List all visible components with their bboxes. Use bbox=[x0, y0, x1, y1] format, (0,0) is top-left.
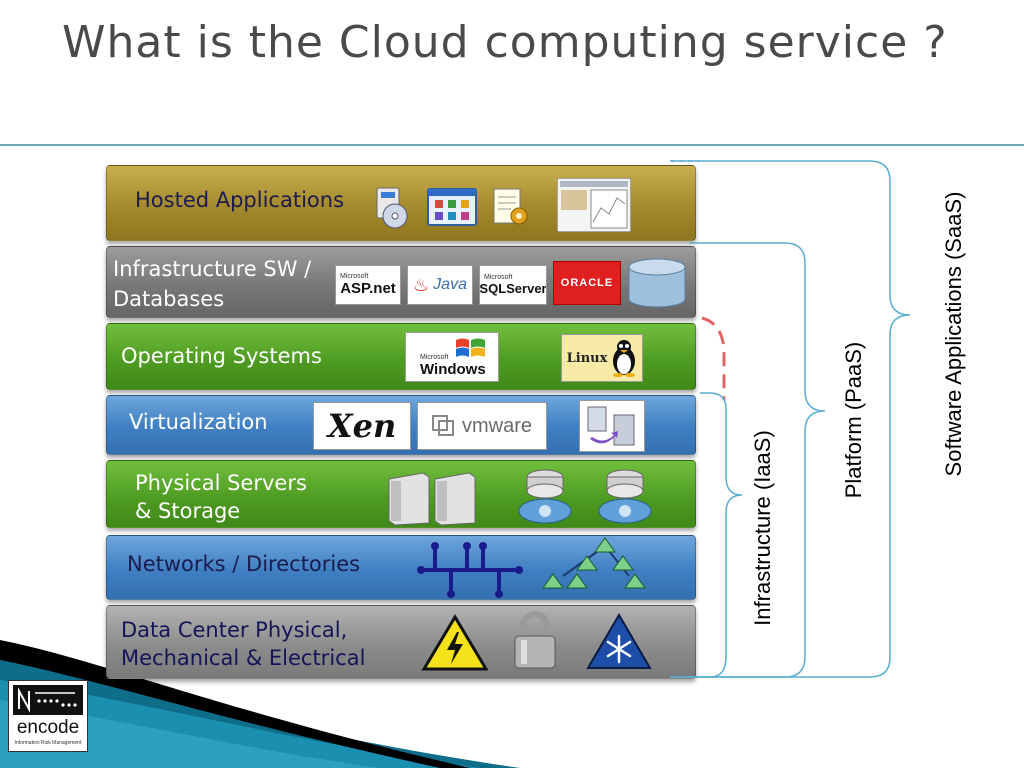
oracle-logo: ORACLE bbox=[553, 261, 621, 305]
layer-label-line2: Mechanical & Electrical bbox=[121, 646, 366, 670]
storage-disk-icon bbox=[518, 469, 572, 524]
title-divider bbox=[0, 144, 1024, 146]
server-tower-icon bbox=[388, 472, 476, 526]
storage-disk-icon-2 bbox=[598, 469, 652, 524]
vmware-logo: vmware bbox=[417, 402, 547, 450]
paas-bracket bbox=[690, 242, 826, 678]
layer-networks-directories: Networks / Directories bbox=[106, 535, 696, 600]
paas-iaas-overlap-accent bbox=[701, 316, 726, 400]
aspnet-logo: Microsoft ASP.net bbox=[335, 265, 401, 305]
electrical-hazard-icon bbox=[421, 614, 489, 671]
directory-tree-icon bbox=[542, 537, 646, 589]
cooling-snowflake-icon bbox=[586, 613, 652, 669]
iaas-bracket bbox=[690, 392, 743, 678]
layer-label-line2: Databases bbox=[113, 287, 225, 311]
layer-infrastructure-sw-databases: Infrastructure SW / Databases Microsoft … bbox=[106, 246, 696, 318]
windows-flag-icon bbox=[456, 338, 485, 357]
layer-label: Hosted Applications bbox=[135, 188, 345, 212]
service-brackets bbox=[670, 160, 911, 678]
saas-bracket bbox=[670, 160, 911, 678]
sqlserver-logo: Microsoft SQLServer bbox=[479, 265, 547, 305]
encode-brand-logo: encode Information Risk Management bbox=[8, 680, 88, 752]
paas-label: Platform (PaaS) bbox=[841, 341, 866, 499]
layer-label-line1: Physical Servers bbox=[135, 471, 307, 495]
monitoring-screen-icon bbox=[557, 178, 631, 232]
layer-data-center: Data Center Physical, Mechanical & Elect… bbox=[106, 605, 696, 679]
layer-physical-servers-storage: Physical Servers & Storage bbox=[106, 460, 696, 528]
padlock-icon bbox=[514, 611, 556, 669]
brand-dots-icon bbox=[18, 687, 77, 713]
xen-logo: Xen bbox=[313, 402, 411, 450]
brand-tagline: Information Risk Management bbox=[14, 740, 82, 746]
app-window-icon bbox=[427, 188, 477, 226]
layer-virtualization: Virtualization Xen vmware bbox=[106, 395, 696, 455]
virtual-server-logo bbox=[579, 400, 645, 452]
layer-operating-systems: Operating Systems Microsoft Windows Linu… bbox=[106, 323, 696, 390]
linux-logo: Linux bbox=[561, 334, 643, 382]
vmware-boxes-icon bbox=[431, 415, 454, 436]
layer-label-line1: Data Center Physical, bbox=[121, 618, 348, 642]
layer-label: Operating Systems bbox=[121, 344, 322, 368]
layer-label: Networks / Directories bbox=[127, 552, 361, 576]
layer-label-line1: Infrastructure SW / bbox=[113, 257, 312, 281]
tux-penguin-icon bbox=[613, 340, 636, 377]
slide-title: What is the Cloud computing service ? bbox=[62, 17, 948, 68]
layer-hosted-applications: Hosted Applications bbox=[106, 165, 696, 241]
iaas-label: Infrastructure (IaaS) bbox=[750, 430, 775, 626]
virtual-machine-servers-icon bbox=[587, 406, 635, 446]
layer-label-line2: & Storage bbox=[135, 499, 241, 523]
software-install-icon bbox=[376, 187, 408, 229]
notepad-gear-icon bbox=[493, 188, 528, 225]
java-logo: ♨ Java bbox=[407, 265, 473, 305]
windows-logo: Microsoft Windows bbox=[405, 332, 499, 382]
brand-name: encode bbox=[16, 717, 80, 738]
brand-mark bbox=[13, 685, 83, 715]
network-bus-icon bbox=[417, 542, 523, 598]
saas-label: Software Applications (SaaS) bbox=[941, 191, 966, 477]
layer-label: Virtualization bbox=[129, 410, 268, 434]
database-cylinder-icon bbox=[628, 258, 686, 308]
